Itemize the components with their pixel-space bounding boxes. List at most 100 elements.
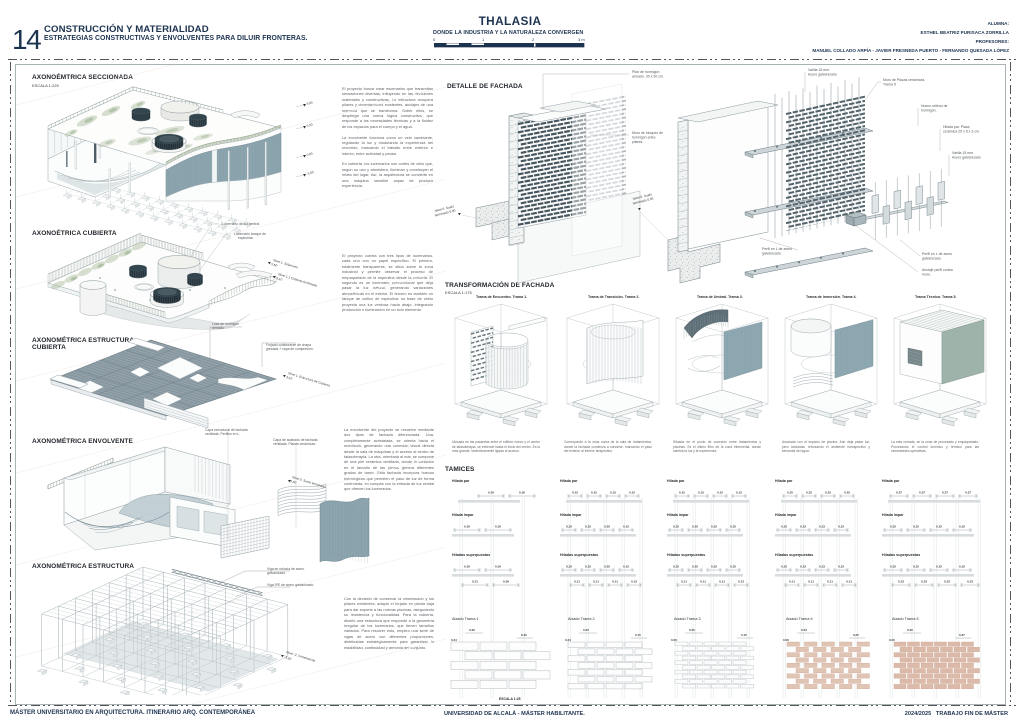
svg-text:ventilada. Perfiles en L.: ventilada. Perfiles en L. <box>205 432 240 436</box>
svg-text:Hiladas superpuestas: Hiladas superpuestas <box>452 553 490 557</box>
svg-text:9,00: 9,00 <box>306 100 313 106</box>
svg-text:grecada + capa de compresión.: grecada + capa de compresión. <box>266 347 314 351</box>
svg-text:0.23: 0.23 <box>819 525 825 529</box>
svg-text:0.13: 0.13 <box>631 580 637 584</box>
svg-text:0.11: 0.11 <box>808 580 814 584</box>
svg-text:Hilada impar: Hilada impar <box>560 513 582 517</box>
svg-text:0.11: 0.11 <box>681 580 687 584</box>
svg-text:0.23: 0.23 <box>944 580 950 584</box>
svg-text:Hilada par: Hilada par <box>882 479 900 483</box>
svg-text:0.25: 0.25 <box>673 525 679 529</box>
svg-text:Nivel 0. Suelo terminado: Nivel 0. Suelo terminado <box>292 475 327 489</box>
svg-text:Perfil en L de acero: Perfil en L de acero <box>762 247 792 251</box>
svg-text:Hiladas superpuestas: Hiladas superpuestas <box>560 553 598 557</box>
svg-text:0.06: 0.06 <box>783 638 789 642</box>
svg-text:3,10: 3,10 <box>276 276 283 282</box>
svg-text:0.25: 0.25 <box>959 525 965 529</box>
svg-text:espirulina.: espirulina. <box>238 236 254 240</box>
svg-text:5,50: 5,50 <box>306 122 313 128</box>
svg-text:0.23: 0.23 <box>781 525 787 529</box>
svg-text:0.15: 0.15 <box>736 491 742 495</box>
svg-text:0.15: 0.15 <box>591 491 597 495</box>
svg-text:0.50: 0.50 <box>464 525 470 529</box>
svg-text:Nivel 1. Solariums: Nivel 1. Solariums <box>273 258 299 269</box>
svg-text:0.20: 0.20 <box>583 628 589 632</box>
svg-text:0.15: 0.15 <box>623 565 629 569</box>
svg-text:galvanizado.: galvanizado. <box>267 571 286 575</box>
svg-text:armado.: armado. <box>212 326 224 330</box>
svg-text:hormigón entre: hormigón entre <box>632 136 656 140</box>
svg-text:0.26: 0.26 <box>907 628 913 632</box>
svg-text:Hilada impar: Hilada impar <box>775 513 797 517</box>
svg-text:0.15: 0.15 <box>717 491 723 495</box>
svg-text:Varilla 15 mm.: Varilla 15 mm. <box>808 68 830 72</box>
svg-text:0.25: 0.25 <box>711 565 717 569</box>
svg-text:Nivel 0. Suelo: Nivel 0. Suelo <box>434 204 454 213</box>
svg-text:0.25: 0.25 <box>825 491 831 495</box>
svg-text:Capa de acabado de fachada: Capa de acabado de fachada <box>273 438 318 442</box>
svg-text:0.23: 0.23 <box>921 580 927 584</box>
svg-text:Viga IPE de acero galvanizado.: Viga IPE de acero galvanizado. <box>267 583 314 587</box>
svg-text:0.36: 0.36 <box>503 580 509 584</box>
svg-text:0.21: 0.21 <box>472 580 478 584</box>
svg-text:0.11: 0.11 <box>700 580 706 584</box>
svg-text:0.30: 0.30 <box>495 525 501 529</box>
svg-text:0.06: 0.06 <box>889 638 895 642</box>
svg-text:Perfil en L de acero: Perfil en L de acero <box>922 252 952 256</box>
svg-text:0.11: 0.11 <box>789 580 795 584</box>
svg-text:0.23: 0.23 <box>800 525 806 529</box>
svg-text:0,00: 0,00 <box>290 479 297 485</box>
svg-text:armado. 30 x 30 cm.: armado. 30 x 30 cm. <box>632 75 664 79</box>
svg-text:Nivel 0. Suelo: Nivel 0. Suelo <box>632 192 652 201</box>
svg-text:Hueco relleno de: Hueco relleno de <box>921 104 948 108</box>
svg-text:0.25: 0.25 <box>604 565 610 569</box>
svg-text:5,60: 5,60 <box>271 262 278 268</box>
svg-text:0,00: 0,00 <box>306 151 313 157</box>
svg-text:Hilada par: Hilada par <box>775 479 793 483</box>
svg-text:0.15: 0.15 <box>610 491 616 495</box>
svg-text:0.11: 0.11 <box>719 580 725 584</box>
svg-text:hormigón.: hormigón. <box>921 109 937 113</box>
svg-text:0.11: 0.11 <box>846 580 852 584</box>
svg-text:0.25: 0.25 <box>585 525 591 529</box>
svg-text:0.06: 0.06 <box>671 638 677 642</box>
svg-text:0.37: 0.37 <box>965 491 971 495</box>
svg-text:galvanizado.: galvanizado. <box>922 257 942 261</box>
svg-text:0.25: 0.25 <box>913 525 919 529</box>
svg-text:0.25: 0.25 <box>566 525 572 529</box>
svg-text:0.23: 0.23 <box>781 565 787 569</box>
svg-text:0.13: 0.13 <box>738 580 744 584</box>
svg-text:Trama 5: Trama 5 <box>883 83 896 87</box>
svg-text:Lucernario de luz central.: Lucernario de luz central. <box>222 222 260 226</box>
svg-text:0.37: 0.37 <box>896 491 902 495</box>
svg-text:0.30: 0.30 <box>519 491 525 495</box>
svg-text:0.15: 0.15 <box>635 633 641 637</box>
svg-text:0.30: 0.30 <box>488 491 494 495</box>
svg-text:Alzado Trama 1: Alzado Trama 1 <box>452 617 479 621</box>
svg-text:Hilada impar: Hilada impar <box>882 513 904 517</box>
svg-text:Hilada par: Hilada par <box>452 479 470 483</box>
svg-text:Hilada impar: Hilada impar <box>452 513 474 517</box>
svg-text:0.25: 0.25 <box>959 565 965 569</box>
svg-text:0.15: 0.15 <box>679 491 685 495</box>
svg-text:Nivel 1. Estructura de Cubiert: Nivel 1. Estructura de Cubierta <box>288 371 331 388</box>
svg-text:Pilar de hormigón: Pilar de hormigón <box>632 70 659 74</box>
svg-text:Alzado Trama 2: Alzado Trama 2 <box>568 617 595 621</box>
svg-text:0.15: 0.15 <box>629 491 635 495</box>
svg-text:Acero galvanizado: Acero galvanizado <box>808 73 837 77</box>
svg-text:0.20: 0.20 <box>692 525 698 529</box>
svg-text:-3,60: -3,60 <box>306 170 314 176</box>
svg-text:0.15: 0.15 <box>741 633 747 637</box>
svg-text:0.25: 0.25 <box>890 525 896 529</box>
svg-text:0.30: 0.30 <box>521 633 527 637</box>
svg-text:0.25: 0.25 <box>730 525 736 529</box>
svg-text:0.11: 0.11 <box>827 580 833 584</box>
svg-text:Losa de hormigón: Losa de hormigón <box>212 322 239 326</box>
svg-text:Nivel 1.1 Cubierta terminada: Nivel 1.1 Cubierta terminada <box>278 272 318 288</box>
svg-text:0.15: 0.15 <box>698 491 704 495</box>
svg-text:pilares.: pilares. <box>632 140 643 144</box>
svg-text:Hiladas superpuestas: Hiladas superpuestas <box>775 553 813 557</box>
svg-text:Hilada par: Hilada par <box>560 479 578 483</box>
svg-text:0.25: 0.25 <box>711 525 717 529</box>
svg-text:0.25: 0.25 <box>853 633 859 637</box>
